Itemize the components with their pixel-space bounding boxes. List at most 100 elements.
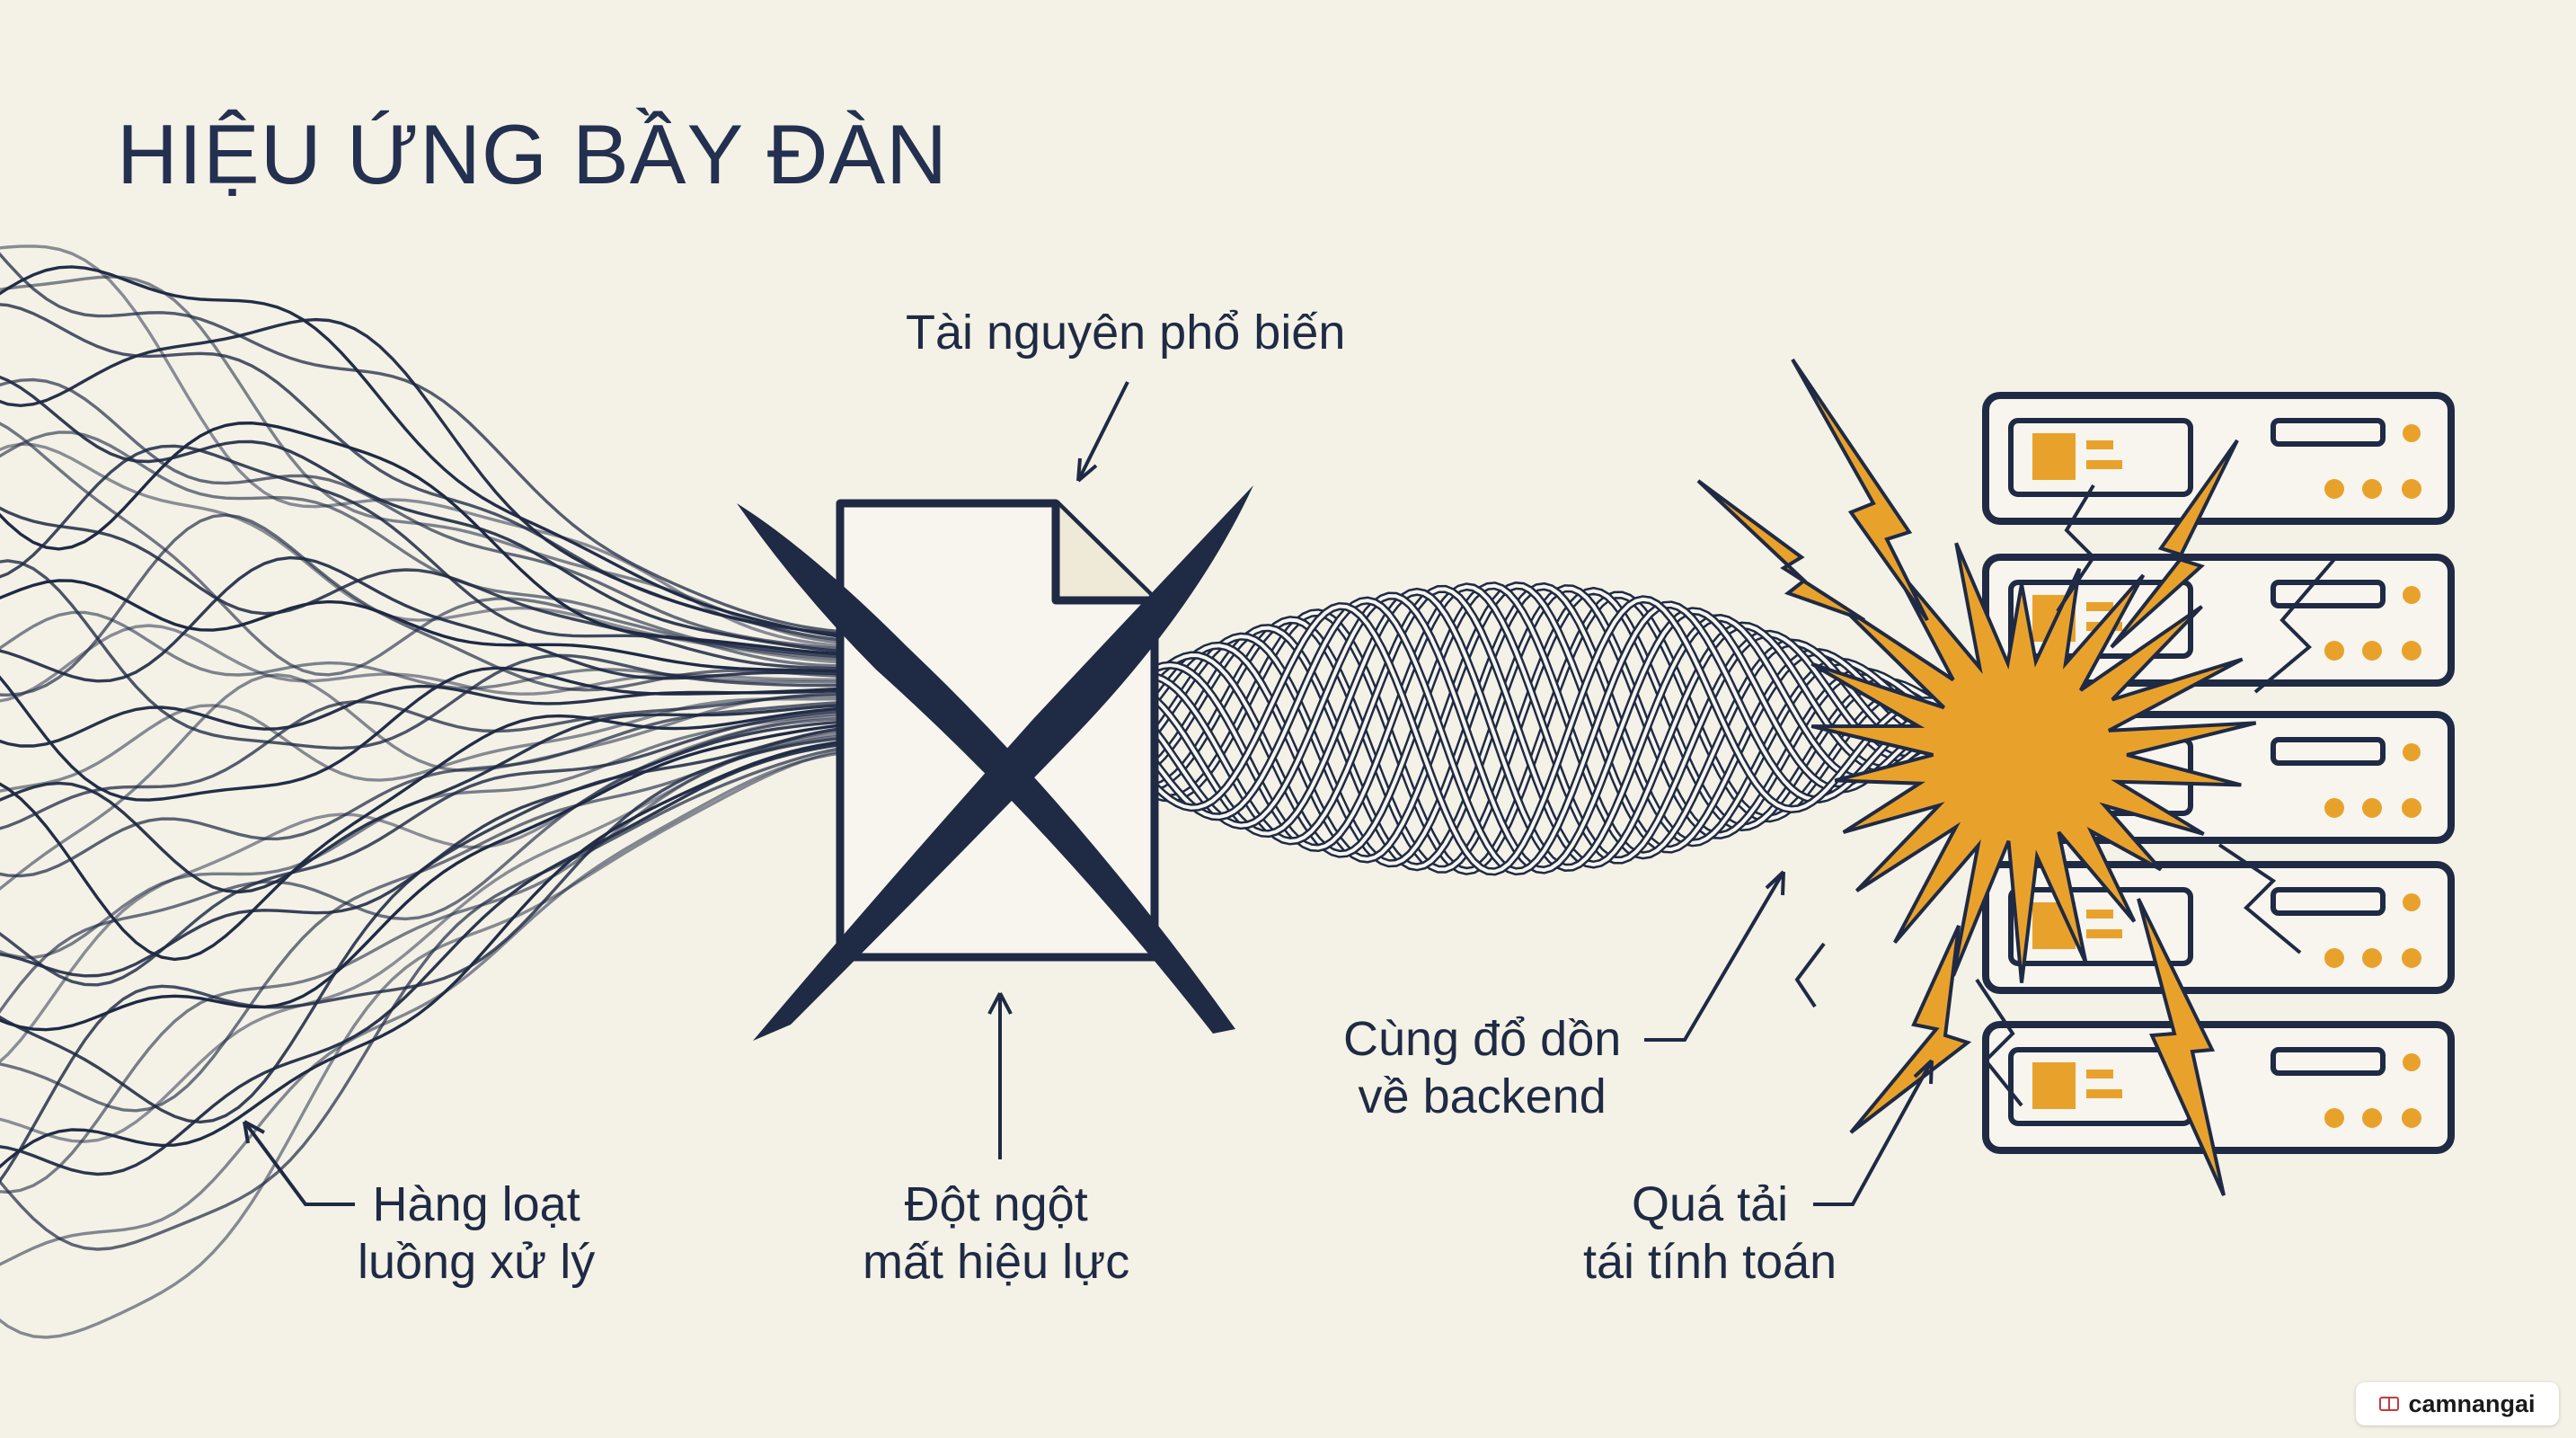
- label-expiry-line1: Đột ngột: [904, 1177, 1088, 1231]
- thread-line: [0, 422, 881, 677]
- lightning-bolt: [2110, 439, 2239, 649]
- label-expiry-line2: mất hiệu lực: [863, 1235, 1130, 1289]
- crack-line: [2056, 484, 2096, 613]
- thread-line: [0, 431, 881, 662]
- server-slot: [2271, 737, 2386, 766]
- thread-line: [0, 705, 881, 962]
- crack-line: [1794, 942, 1826, 1008]
- cable-strand: [1076, 583, 2068, 862]
- server-led: [2324, 1108, 2344, 1128]
- server-chip: [2086, 602, 2113, 611]
- server-chip: [2032, 433, 2076, 480]
- page-title: HIỆU ỨNG BẦY ĐÀN: [117, 107, 949, 201]
- book-icon: [2379, 1397, 2400, 1411]
- thread-line: [0, 722, 881, 1032]
- server-chip: [2086, 440, 2113, 449]
- server-chip: [2086, 460, 2122, 469]
- server-led: [2324, 798, 2344, 818]
- thread-line: [0, 624, 881, 703]
- server-chip: [2086, 1089, 2122, 1098]
- thread-line: [0, 749, 881, 1266]
- server-slot: [2271, 580, 2386, 608]
- server-led: [2324, 641, 2344, 661]
- label-overload-line2: tái tính toán: [1583, 1235, 1837, 1289]
- thread-line: [0, 735, 881, 1184]
- lightning-bolt: [1791, 358, 1929, 622]
- invalidated-document-icon: [737, 485, 1253, 1041]
- lightning-bolt: [1849, 925, 1972, 1134]
- server-slot: [2271, 418, 2386, 447]
- lightning-bolt: [2137, 898, 2226, 1196]
- arrow-overload: [1813, 1060, 1934, 1206]
- thread-lines: [0, 244, 881, 1339]
- label-threads-line1: Hàng loạt: [372, 1177, 580, 1231]
- server-chip: [2032, 1062, 2076, 1109]
- thread-line: [0, 741, 881, 1176]
- thread-line: [0, 303, 881, 644]
- server-led: [2362, 948, 2382, 968]
- thread-line: [0, 610, 881, 690]
- label-backend-line2: về backend: [1358, 1070, 1607, 1123]
- watermark-text: camnangai: [2408, 1389, 2536, 1417]
- server-chip: [2086, 1070, 2113, 1078]
- label-threads-line2: luồng xử lý: [358, 1235, 596, 1289]
- cross-stroke-2: [753, 485, 1253, 1041]
- label-overload: Quá tải tái tính toán: [1583, 1176, 1837, 1291]
- server-chip: [2086, 910, 2113, 919]
- thread-line: [0, 711, 881, 960]
- thread-line: [0, 317, 881, 638]
- server-led: [2403, 893, 2421, 911]
- label-backend-line1: Cùng đổ dồn: [1343, 1012, 1622, 1066]
- thread-line: [0, 506, 881, 670]
- thread-line: [0, 513, 881, 697]
- thread-line: [0, 252, 881, 635]
- server-chip: [2086, 929, 2122, 938]
- label-backend-rush: Cùng đổ dồn về backend: [1343, 1010, 1621, 1125]
- thread-line: [0, 275, 881, 646]
- thread-line: [0, 555, 881, 683]
- server-led: [2324, 479, 2344, 499]
- thread-line: [0, 699, 881, 878]
- thread-line: [0, 746, 881, 1339]
- label-threads: Hàng loạt luồng xử lý: [358, 1176, 595, 1291]
- label-popular-resource: Tài nguyên phổ biến: [906, 304, 1345, 361]
- server-led: [2402, 479, 2421, 499]
- server-led: [2362, 479, 2382, 499]
- server-slot: [2271, 1047, 2386, 1076]
- thread-line: [0, 691, 881, 830]
- arrow-backend: [1644, 870, 1785, 1042]
- thread-line: [0, 559, 881, 750]
- thread-line: [0, 743, 881, 1251]
- server-led: [2362, 798, 2382, 818]
- thread-line: [0, 724, 881, 1124]
- cross-stroke-1: [737, 503, 1235, 1034]
- arrows: [243, 381, 1934, 1206]
- thread-line: [0, 738, 881, 1169]
- thread-line: [0, 579, 881, 673]
- server-led: [2362, 641, 2382, 661]
- explosion-icon: [1696, 358, 2338, 1196]
- watermark-badge[interactable]: camnangai: [2356, 1382, 2559, 1425]
- server-led: [2403, 743, 2421, 761]
- label-overload-line1: Quá tải: [1632, 1177, 1789, 1231]
- crack-line: [1975, 978, 2023, 1107]
- thread-line: [0, 716, 881, 1014]
- server-led: [2402, 798, 2421, 818]
- thread-line: [0, 684, 881, 748]
- server-led: [2403, 424, 2421, 442]
- server-panel: [2008, 418, 2193, 497]
- thread-line: [0, 265, 881, 641]
- server-led: [2402, 948, 2421, 968]
- server-led: [2402, 641, 2421, 661]
- server-led: [2403, 1053, 2421, 1071]
- thread-line: [0, 421, 881, 657]
- label-popular-resource-text: Tài nguyên phổ biến: [906, 306, 1346, 360]
- arrow-threads: [243, 1120, 355, 1206]
- server-led: [2402, 1108, 2421, 1128]
- server-led: [2362, 1108, 2382, 1128]
- server-led: [2324, 948, 2344, 968]
- server-slot: [2271, 887, 2386, 916]
- arrow-popular-resource: [1076, 381, 1129, 482]
